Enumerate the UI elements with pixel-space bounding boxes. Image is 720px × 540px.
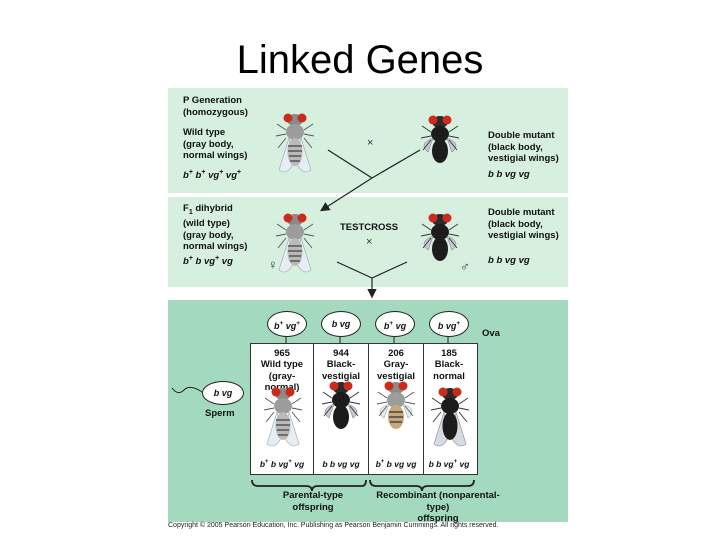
f1-heading-rest: dihybrid (wild type) (gray body, normal … — [183, 203, 248, 253]
offspring-1-phenotype: Wild type (gray-normal) — [260, 359, 304, 393]
cross-line-left — [327, 149, 373, 179]
f1-dihybrid-fly — [275, 212, 315, 273]
p-mutant-label: Double mutant (black body, vestigial win… — [488, 130, 559, 164]
male-symbol: ♂ — [460, 259, 470, 274]
offspring-2-genotype: b b vg vg — [322, 459, 360, 469]
f1-mutant-label: Double mutant (black body, vestigial win… — [488, 207, 559, 241]
f1-double-mutant-fly — [420, 213, 460, 262]
ovum-1: b+ vg+ — [267, 311, 307, 337]
offspring-3-phenotype: Gray- vestigial — [376, 359, 416, 382]
copyright-notice: Copyright © 2005 Pearson Education, Inc.… — [168, 522, 499, 529]
f1-genotype-text: b+ b vg+ vg — [183, 255, 233, 268]
slide-title: Linked Genes — [236, 38, 484, 82]
testcross-line-left — [336, 261, 373, 279]
p-wild-type-genotype-text: b+ b+ vg+ vg+ — [183, 169, 242, 182]
testcross-label: TESTCROSS — [340, 222, 399, 233]
offspring-3-count: 206 — [388, 348, 404, 359]
p-generation-heading: P Generation (homozygous) — [183, 95, 248, 118]
sperm-tail — [171, 386, 203, 394]
f1-genotype: b+ b vg+ vg — [183, 255, 233, 267]
offspring-2-phenotype: Black- vestigial — [321, 359, 361, 382]
f1-generation-panel — [168, 197, 568, 287]
testcross-line-right — [371, 261, 408, 279]
offspring-1-genotype: b+ b vg+ vg — [259, 459, 305, 469]
sperm-label: Sperm — [205, 408, 235, 419]
column-divider — [313, 344, 314, 474]
offspring-2-count: 944 — [333, 348, 349, 359]
f1-heading: F1 dihybrid (wild type) (gray body, norm… — [183, 203, 247, 253]
offspring-4-phenotype: Black- normal — [433, 359, 465, 382]
recombinant-label: Recombinant (nonparental-type) offspring — [376, 490, 500, 524]
cross-line-right — [371, 149, 421, 179]
sperm-oval: b vg — [202, 381, 244, 405]
p-wild-type-genotype: b+ b+ vg+ vg+ — [183, 169, 241, 181]
offspring-3-genotype: b+ b vg vg — [375, 459, 417, 469]
ovum-3: b+ vg — [375, 311, 415, 337]
f1-cross-symbol: × — [366, 236, 373, 248]
offspring-3-fly — [376, 380, 416, 430]
offspring-1-count: 965 — [274, 348, 290, 359]
f1-heading-f: F — [183, 203, 189, 214]
f1-mutant-genotype: b b vg vg — [488, 255, 530, 266]
offspring-4-genotype: b b vg+ vg — [428, 459, 470, 469]
parental-brace — [251, 479, 367, 492]
p-wild-type-label: Wild type (gray body, normal wings) — [183, 127, 248, 161]
ovum-4: b vg+ — [429, 311, 469, 337]
p-mutant-genotype: b b vg vg — [488, 169, 530, 180]
offspring-4-count: 185 — [441, 348, 457, 359]
offspring-2-fly — [321, 381, 361, 430]
parental-type-label: Parental-type offspring — [282, 490, 344, 513]
ova-label: Ova — [482, 328, 500, 339]
recombinant-brace — [369, 479, 475, 492]
offspring-1-fly — [263, 386, 303, 447]
offspring-4-fly — [430, 387, 470, 447]
p-cross-symbol: × — [367, 137, 374, 149]
f1-arrow — [319, 177, 373, 212]
column-divider — [368, 344, 369, 474]
f1-heading-sub: 1 — [188, 208, 193, 216]
female-symbol: ♀ — [268, 257, 278, 272]
p-double-mutant-fly — [420, 115, 460, 164]
offspring-table: 965 Wild type (gray-normal) 944 Black- v… — [250, 343, 478, 475]
p-wild-type-fly — [275, 112, 315, 173]
column-divider — [423, 344, 424, 474]
ovum-2: b vg — [321, 311, 361, 337]
